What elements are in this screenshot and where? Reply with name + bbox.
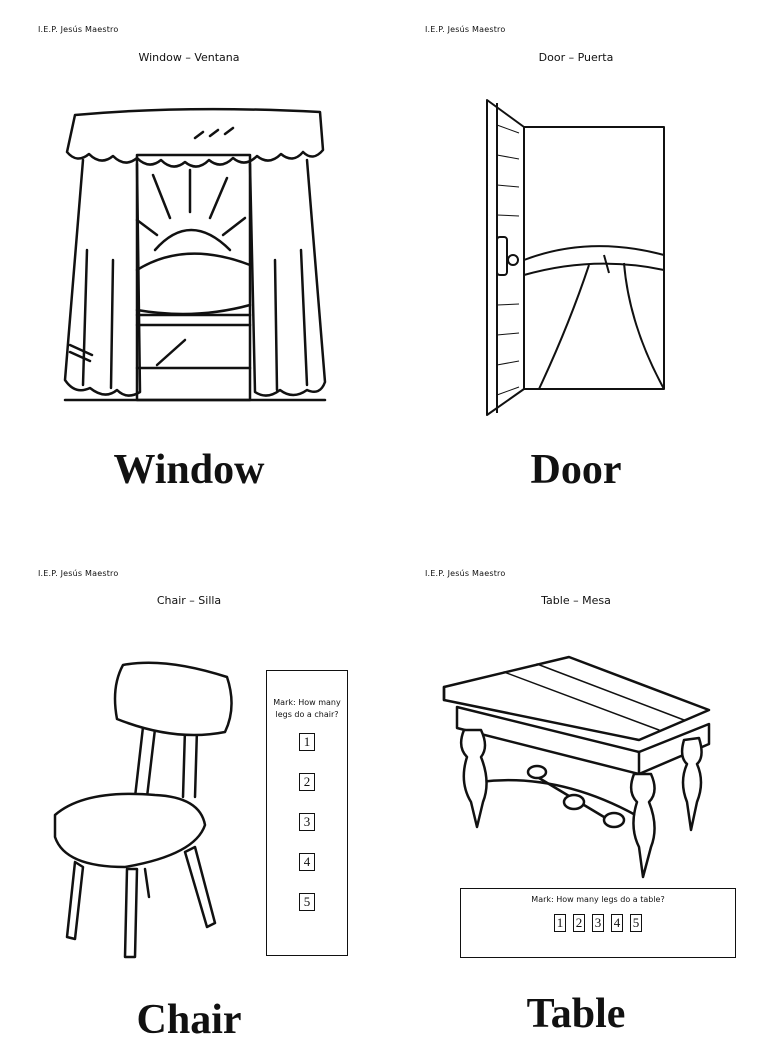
window-with-curtains-icon (63, 107, 327, 402)
quiz-option-2[interactable]: 2 (299, 773, 315, 791)
card-chair: I.E.P. Jesús Maestro Chair – Silla Mark:… (0, 512, 384, 1043)
card-subtitle: Chair – Silla (156, 594, 222, 607)
table-quiz-panel: Mark: How many legs do a table? 1 2 3 4 … (460, 888, 736, 958)
quiz-option-1[interactable]: 1 (554, 914, 566, 932)
quiz-option-5[interactable]: 5 (299, 893, 315, 911)
quiz-option-4[interactable]: 4 (299, 853, 315, 871)
card-table: I.E.P. Jesús Maestro Table – Mesa Mark: … (384, 512, 768, 1037)
quiz-option-5[interactable]: 5 (630, 914, 642, 932)
card-subtitle: Window – Ventana (138, 51, 240, 64)
quiz-option-3[interactable]: 3 (592, 914, 604, 932)
card-subtitle: Door – Puerta (538, 51, 614, 64)
school-name: I.E.P. Jesús Maestro (38, 25, 119, 34)
school-name: I.E.P. Jesús Maestro (425, 25, 506, 34)
vocab-word: Door (530, 447, 622, 493)
card-door: I.E.P. Jesús Maestro Door – Puerta (384, 0, 768, 512)
table-icon (442, 655, 711, 879)
quiz-option-1[interactable]: 1 (299, 733, 315, 751)
chair-quiz-panel: Mark: How many legs do a chair? 1 2 3 4 … (266, 670, 348, 956)
quiz-option-4[interactable]: 4 (611, 914, 623, 932)
quiz-option-3[interactable]: 3 (299, 813, 315, 831)
school-name: I.E.P. Jesús Maestro (425, 569, 506, 578)
card-window: I.E.P. Jesús Maestro Window – Ventana (0, 0, 384, 512)
quiz-option-2[interactable]: 2 (573, 914, 585, 932)
vocab-word: Chair (136, 997, 242, 1043)
chair-icon (53, 661, 233, 959)
school-name: I.E.P. Jesús Maestro (38, 569, 119, 578)
card-subtitle: Table – Mesa (541, 594, 611, 607)
quiz-options: 1 2 3 4 5 (461, 914, 735, 932)
vocab-word: Table (526, 991, 626, 1037)
open-door-icon (486, 99, 665, 416)
quiz-question: Mark: How many legs do a chair? (273, 698, 341, 719)
quiz-question: Mark: How many legs do a table? (531, 895, 665, 904)
vocab-word: Window (113, 447, 265, 493)
